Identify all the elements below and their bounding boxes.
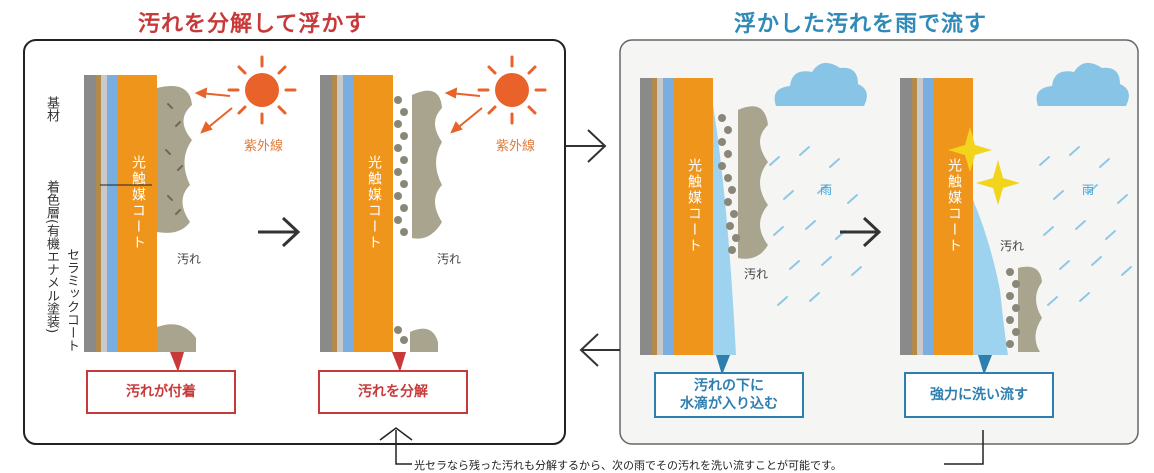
uv-label-2: 紫外線 (496, 139, 536, 154)
footnote: 光セラなら残った汚れも分解するから、次の雨でその汚れを洗い流すことが可能です。 (414, 459, 842, 472)
panel1-layers (84, 75, 157, 352)
step-label-water-1: 汚れの下に (694, 378, 764, 394)
step-label-decompose: 汚れを分解 (358, 384, 428, 400)
step-box-decompose: 汚れを分解 (318, 370, 468, 414)
dirt-label-2: 汚れ (437, 252, 462, 266)
arrow-right-icon-3 (840, 216, 882, 248)
panel3-layers (640, 78, 713, 355)
uv-label-1: 紫外線 (244, 139, 284, 154)
rain-label-2: 雨 (1082, 183, 1095, 197)
dirt-panel1 (157, 86, 192, 233)
coat-label-4: 光触媒コート (946, 158, 962, 254)
arrow-right-icon-2 (566, 129, 607, 163)
label-base: 基材 (44, 96, 59, 122)
step-label-attach: 汚れが付着 (126, 384, 196, 400)
sparkle-icon (948, 127, 1020, 205)
coat-label-3: 光触媒コート (686, 158, 702, 254)
step-box-wash: 強力に洗い流す (904, 372, 1054, 418)
dirt-panel2 (412, 90, 442, 239)
dirt-label-1: 汚れ (177, 252, 202, 266)
coat-label-1: 光触媒コート (130, 155, 146, 251)
title-left: 汚れを分解して浮かす (130, 6, 376, 38)
footnote-bracket (379, 427, 984, 465)
arrow-right-icon (258, 216, 301, 248)
panel2-layers (320, 75, 393, 352)
step-box-attach: 汚れが付着 (86, 370, 236, 414)
rain-label-1: 雨 (820, 183, 833, 197)
sun-icon-2 (477, 55, 547, 125)
panel4-layers (900, 78, 973, 355)
step-label-wash: 強力に洗い流す (930, 387, 1028, 403)
coat-label-2: 光触媒コート (366, 155, 382, 251)
step-label-water-2: 水滴が入り込む (680, 396, 778, 412)
arrow-left-icon (579, 333, 620, 367)
left-panel-frame (23, 39, 566, 445)
dirt-panel3 (738, 106, 768, 259)
dirt-label-4: 汚れ (1000, 239, 1025, 253)
sun-icon (227, 55, 297, 125)
label-colored-layer: 着色層(有機エナメル塗装) (44, 180, 59, 334)
label-ceramic-coat: セラミックコート (64, 248, 79, 352)
dirt-panel4 (1018, 266, 1042, 352)
dirt-label-3: 汚れ (744, 267, 769, 281)
pointer-red (170, 352, 184, 372)
title-right: 浮かした汚れを雨で流す (726, 6, 996, 38)
step-box-water: 汚れの下に 水滴が入り込む (654, 372, 804, 418)
